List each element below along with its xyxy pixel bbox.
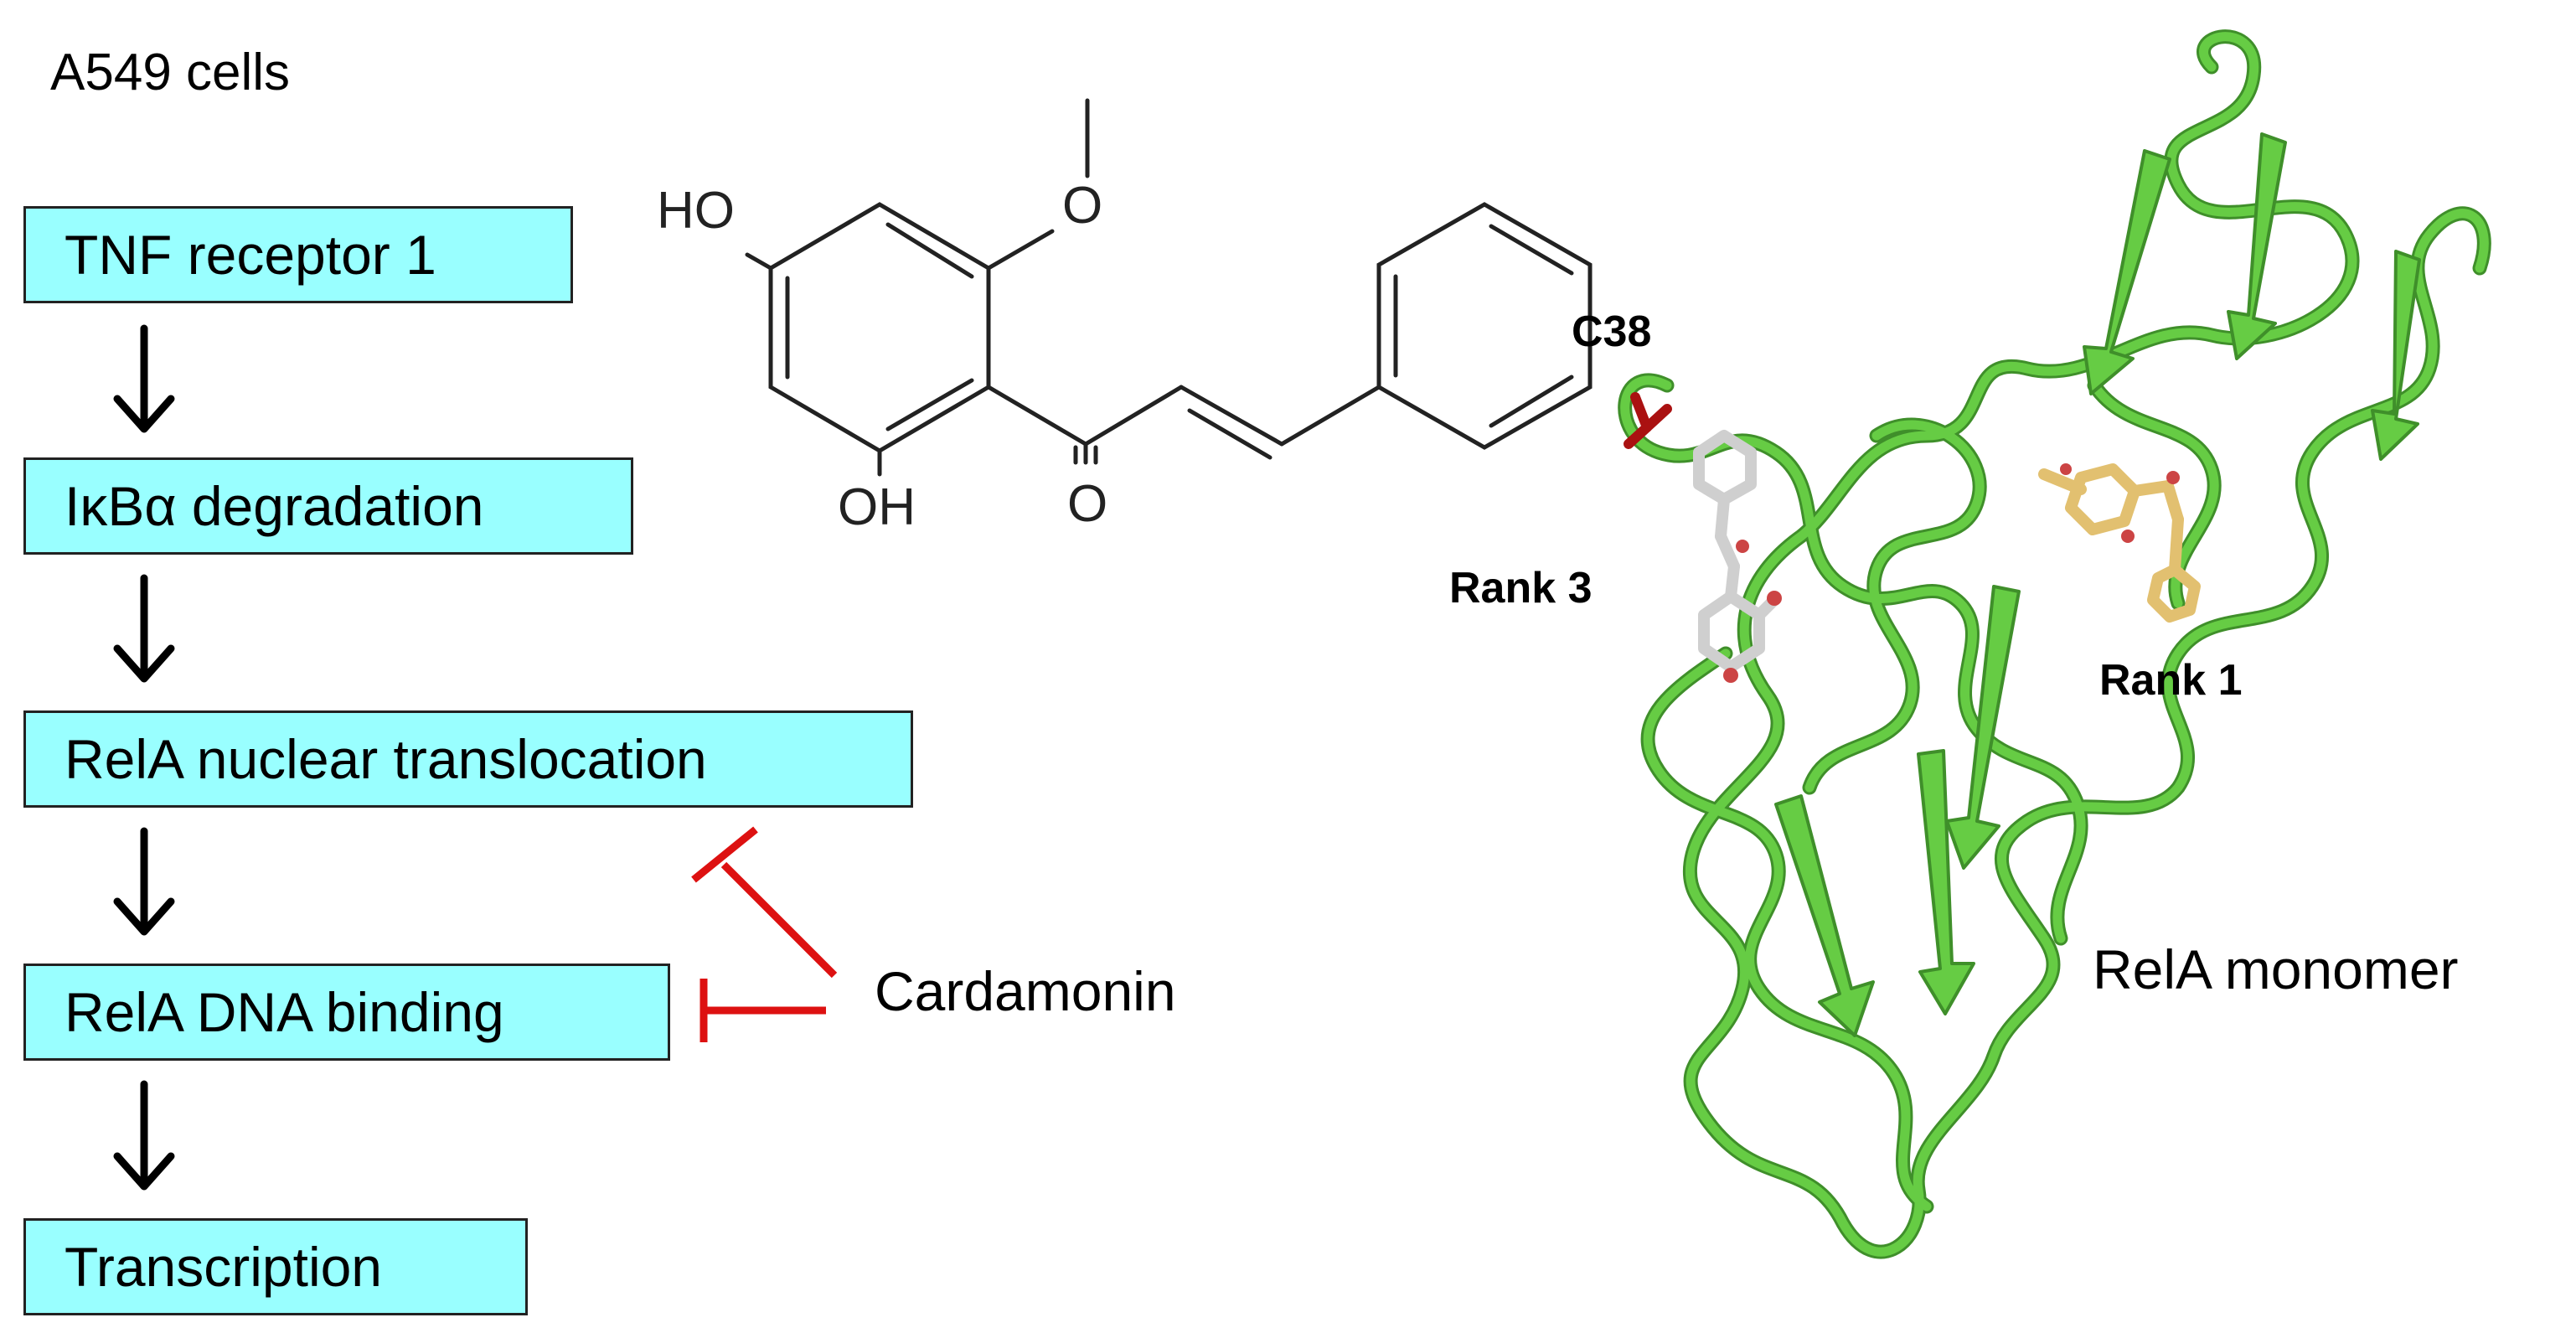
arrow-4-icon bbox=[113, 1080, 175, 1191]
rela-ribbon-icon bbox=[1618, 29, 2491, 1259]
pathway-step-ikba-degradation: IκBα degradation bbox=[23, 457, 633, 555]
pathway-step-transcription: Transcription bbox=[23, 1218, 528, 1315]
arrow-3-icon bbox=[113, 827, 175, 936]
pathway-step-label: IκBα degradation bbox=[65, 475, 484, 537]
ketone-o-label: O bbox=[1067, 475, 1107, 533]
rank1-ligand-icon bbox=[2038, 463, 2201, 623]
arrow-1-icon bbox=[113, 324, 175, 433]
c38-residue-icon bbox=[1624, 392, 1672, 449]
pathway-step-label: TNF receptor 1 bbox=[65, 224, 436, 286]
inhibition-translocation-icon bbox=[691, 826, 838, 979]
cardamonin-label: Cardamonin bbox=[875, 960, 1176, 1022]
arrow-2-icon bbox=[113, 574, 175, 683]
rank3-ligand-icon bbox=[1693, 430, 1780, 673]
pathway-step-tnf-receptor: TNF receptor 1 bbox=[23, 206, 573, 303]
rank3-label: Rank 3 bbox=[1449, 564, 1593, 612]
ho-label: HO bbox=[657, 182, 735, 240]
inhibition-dna-binding-icon bbox=[699, 979, 826, 1042]
rank1-label: Rank 1 bbox=[2099, 656, 2243, 705]
c38-label: C38 bbox=[1572, 307, 1652, 356]
pathway-step-rela-translocation: RelA nuclear translocation bbox=[23, 710, 913, 808]
cardamonin-structure-icon: HO OH O O bbox=[657, 98, 1593, 536]
cells-title: A549 cells bbox=[50, 44, 291, 101]
pathway-step-label: RelA nuclear translocation bbox=[65, 728, 707, 790]
oh-label: OH bbox=[838, 478, 916, 536]
pathway-step-rela-dna-binding: RelA DNA binding bbox=[23, 964, 670, 1061]
pathway-step-label: Transcription bbox=[65, 1236, 383, 1298]
methoxy-o-label: O bbox=[1062, 177, 1102, 235]
rela-monomer-label: RelA monomer bbox=[2093, 938, 2459, 1000]
pathway-step-label: RelA DNA binding bbox=[65, 981, 504, 1043]
